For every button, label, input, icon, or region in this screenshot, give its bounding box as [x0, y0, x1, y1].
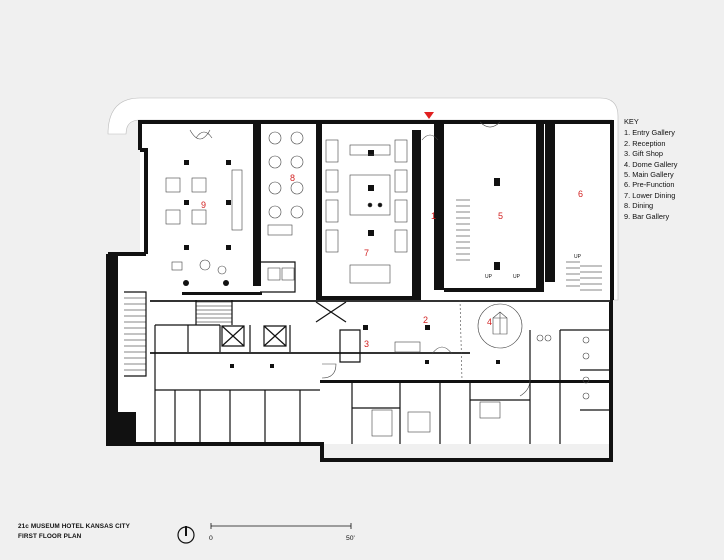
key-item: 5. Main Gallery [624, 170, 674, 180]
key-item: 7. Lower Dining [624, 190, 676, 200]
key-item: 3. Gift Shop [624, 149, 664, 159]
up-label: UP [485, 274, 493, 280]
room-number-3: 3 [364, 339, 369, 349]
plan-title: 21c MUSEUM HOTEL KANSAS CITY [18, 523, 131, 530]
scale-end-label: 50' [346, 535, 355, 542]
room-number-9: 9 [201, 200, 206, 210]
structural-walls [110, 122, 610, 444]
exterior-walls [106, 120, 614, 462]
room-number-6: 6 [578, 189, 583, 199]
entry-triangle-icon [424, 112, 434, 119]
partition-walls [124, 261, 610, 444]
scale-start-label: 0 [209, 535, 213, 542]
room-number-1: 1 [431, 211, 436, 221]
key-item: 8. Dining [624, 201, 654, 211]
reception-furniture [371, 299, 590, 437]
dining-furniture [267, 131, 304, 281]
room-number-5: 5 [498, 211, 503, 221]
plan-subtitle: FIRST FLOOR PLAN [18, 533, 82, 540]
room-number-2: 2 [423, 315, 428, 325]
room-number-4: 4 [487, 317, 492, 327]
key-item: 2. Reception [624, 138, 666, 148]
key-item: 1. Entry Gallery [624, 128, 675, 138]
room-number-8: 8 [290, 173, 295, 183]
title-block: 21c MUSEUM HOTEL KANSAS CITY FIRST FLOOR… [18, 522, 130, 542]
stairs [124, 199, 602, 371]
north-arrow-icon [177, 526, 195, 544]
key-item: 4. Dome Gallery [624, 159, 678, 169]
key-item: 9. Bar Gallery [624, 211, 670, 221]
structural-columns [183, 150, 500, 368]
key-title: KEY [624, 117, 639, 126]
lower-dining-furniture [325, 139, 408, 284]
plan-key: KEY 1. Entry Gallery 2. Reception 3. Gif… [624, 117, 677, 222]
up-label: UP [513, 274, 521, 280]
up-label: UP [574, 254, 582, 260]
bar-furniture [165, 129, 243, 275]
doors [195, 121, 531, 397]
room-number-7: 7 [364, 248, 369, 258]
sidewalk [107, 97, 619, 301]
key-item: 6. Pre-Function [624, 180, 675, 190]
scale-bar [210, 523, 352, 529]
